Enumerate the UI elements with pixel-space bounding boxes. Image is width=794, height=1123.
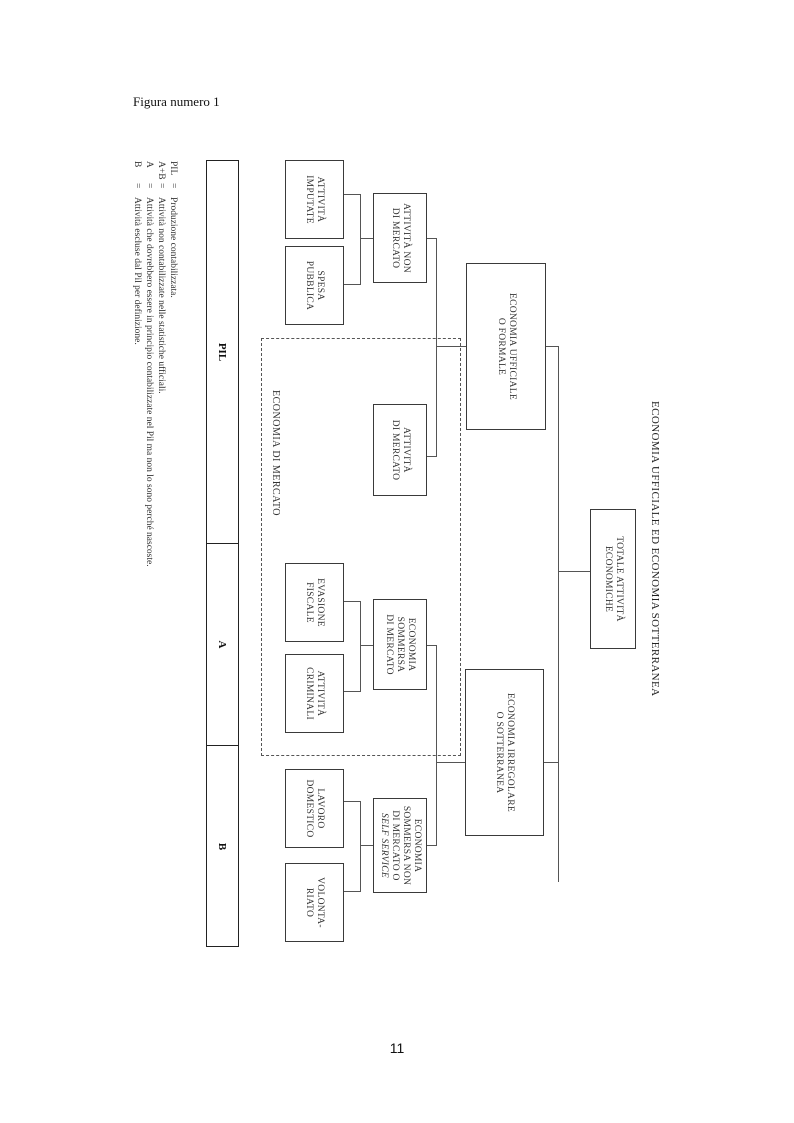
page-number: 11	[389, 1040, 405, 1056]
connector	[559, 571, 594, 572]
figure-diagram: ECONOMIA UFFICIALE ED ECONOMIA SOTTERRAN…	[121, 153, 673, 961]
legend-row: PIL=Produzione contabilizzata.	[168, 161, 178, 298]
connector	[427, 238, 437, 239]
pil-bar: PIL A B	[206, 160, 239, 947]
bar-segment-a: A	[207, 543, 238, 745]
connector	[360, 194, 361, 285]
market-economy-label: ECONOMIA DI MERCATO	[270, 390, 281, 516]
connector	[546, 346, 559, 347]
bar-segment-b: B	[207, 745, 238, 947]
box-volontariato: VOLONTA-RIATO	[285, 863, 344, 942]
connector	[344, 891, 361, 892]
connector	[544, 762, 559, 763]
connector	[427, 845, 437, 846]
connector	[437, 762, 465, 763]
legend-row: A+B=Attività non contabilizzate nelle st…	[156, 161, 166, 394]
connector	[558, 346, 559, 882]
connector	[360, 801, 361, 892]
legend-row: B=Attività escluse dal Pil per definizio…	[132, 161, 142, 345]
diagram-legend: PIL=Produzione contabilizzata. A+B=Attiv…	[131, 161, 179, 567]
connector	[344, 194, 361, 195]
connector	[361, 845, 373, 846]
connector	[361, 238, 373, 239]
diagram-title: ECONOMIA UFFICIALE ED ECONOMIA SOTTERRAN…	[649, 401, 661, 697]
connector	[344, 801, 361, 802]
figure-caption: Figura numero 1	[133, 94, 220, 109]
connector	[344, 284, 361, 285]
rotated-diagram-canvas: ECONOMIA UFFICIALE ED ECONOMIA SOTTERRAN…	[121, 153, 673, 961]
legend-row: A=Attività che dovrebbero essere in prin…	[144, 161, 154, 567]
bar-segment-pil: PIL	[216, 342, 229, 362]
